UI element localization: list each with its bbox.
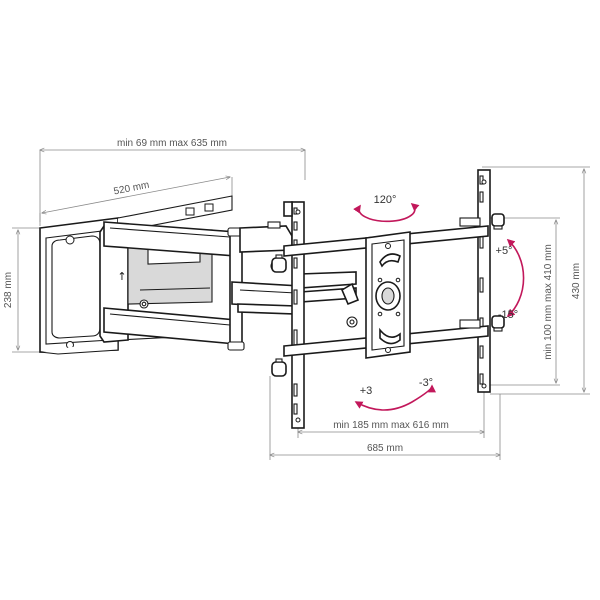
tilt-slot-top [379, 253, 401, 268]
wall-plate [39, 195, 233, 355]
swivel-indicator [353, 202, 420, 223]
first-arm: ↑ [99, 221, 245, 351]
wall-plate-mount-hole [65, 235, 75, 245]
level-minus-label: -3° [419, 377, 433, 389]
tube-knob [271, 257, 287, 273]
arm-extension-label: min 69 mm max 635 mm [117, 138, 227, 149]
wall-plate-height-label: 238 mm [3, 272, 14, 308]
wall-plate-width-dim-line [42, 177, 230, 213]
vesa-horizontal-label: min 185 mm max 616 mm [333, 420, 449, 431]
level-rotation-indicator [354, 384, 436, 411]
tilt-slot-bottom [379, 327, 401, 345]
level-plus-label: +3 [360, 385, 373, 397]
total-height-label: 430 mm [571, 263, 582, 299]
vesa-rail-right [477, 169, 491, 393]
tilt-down-label: -15° [498, 309, 518, 321]
dimension-lines [12, 150, 590, 460]
total-width-label: 685 mm [367, 443, 403, 454]
vesa-vertical-label: min 100 mm max 410 mm [543, 244, 554, 360]
tube-knob [491, 213, 505, 227]
swivel-angle-label: 120° [374, 194, 397, 206]
tilt-indicator [506, 238, 525, 318]
center-tilt-plate [365, 231, 411, 359]
wall-plate-width-label: 520 mm [113, 180, 151, 198]
tilt-up-label: +5° [496, 245, 513, 257]
up-arrow-icon: ↑ [117, 270, 126, 283]
tube-knob [271, 361, 287, 377]
vesa-rail-left [283, 201, 305, 429]
